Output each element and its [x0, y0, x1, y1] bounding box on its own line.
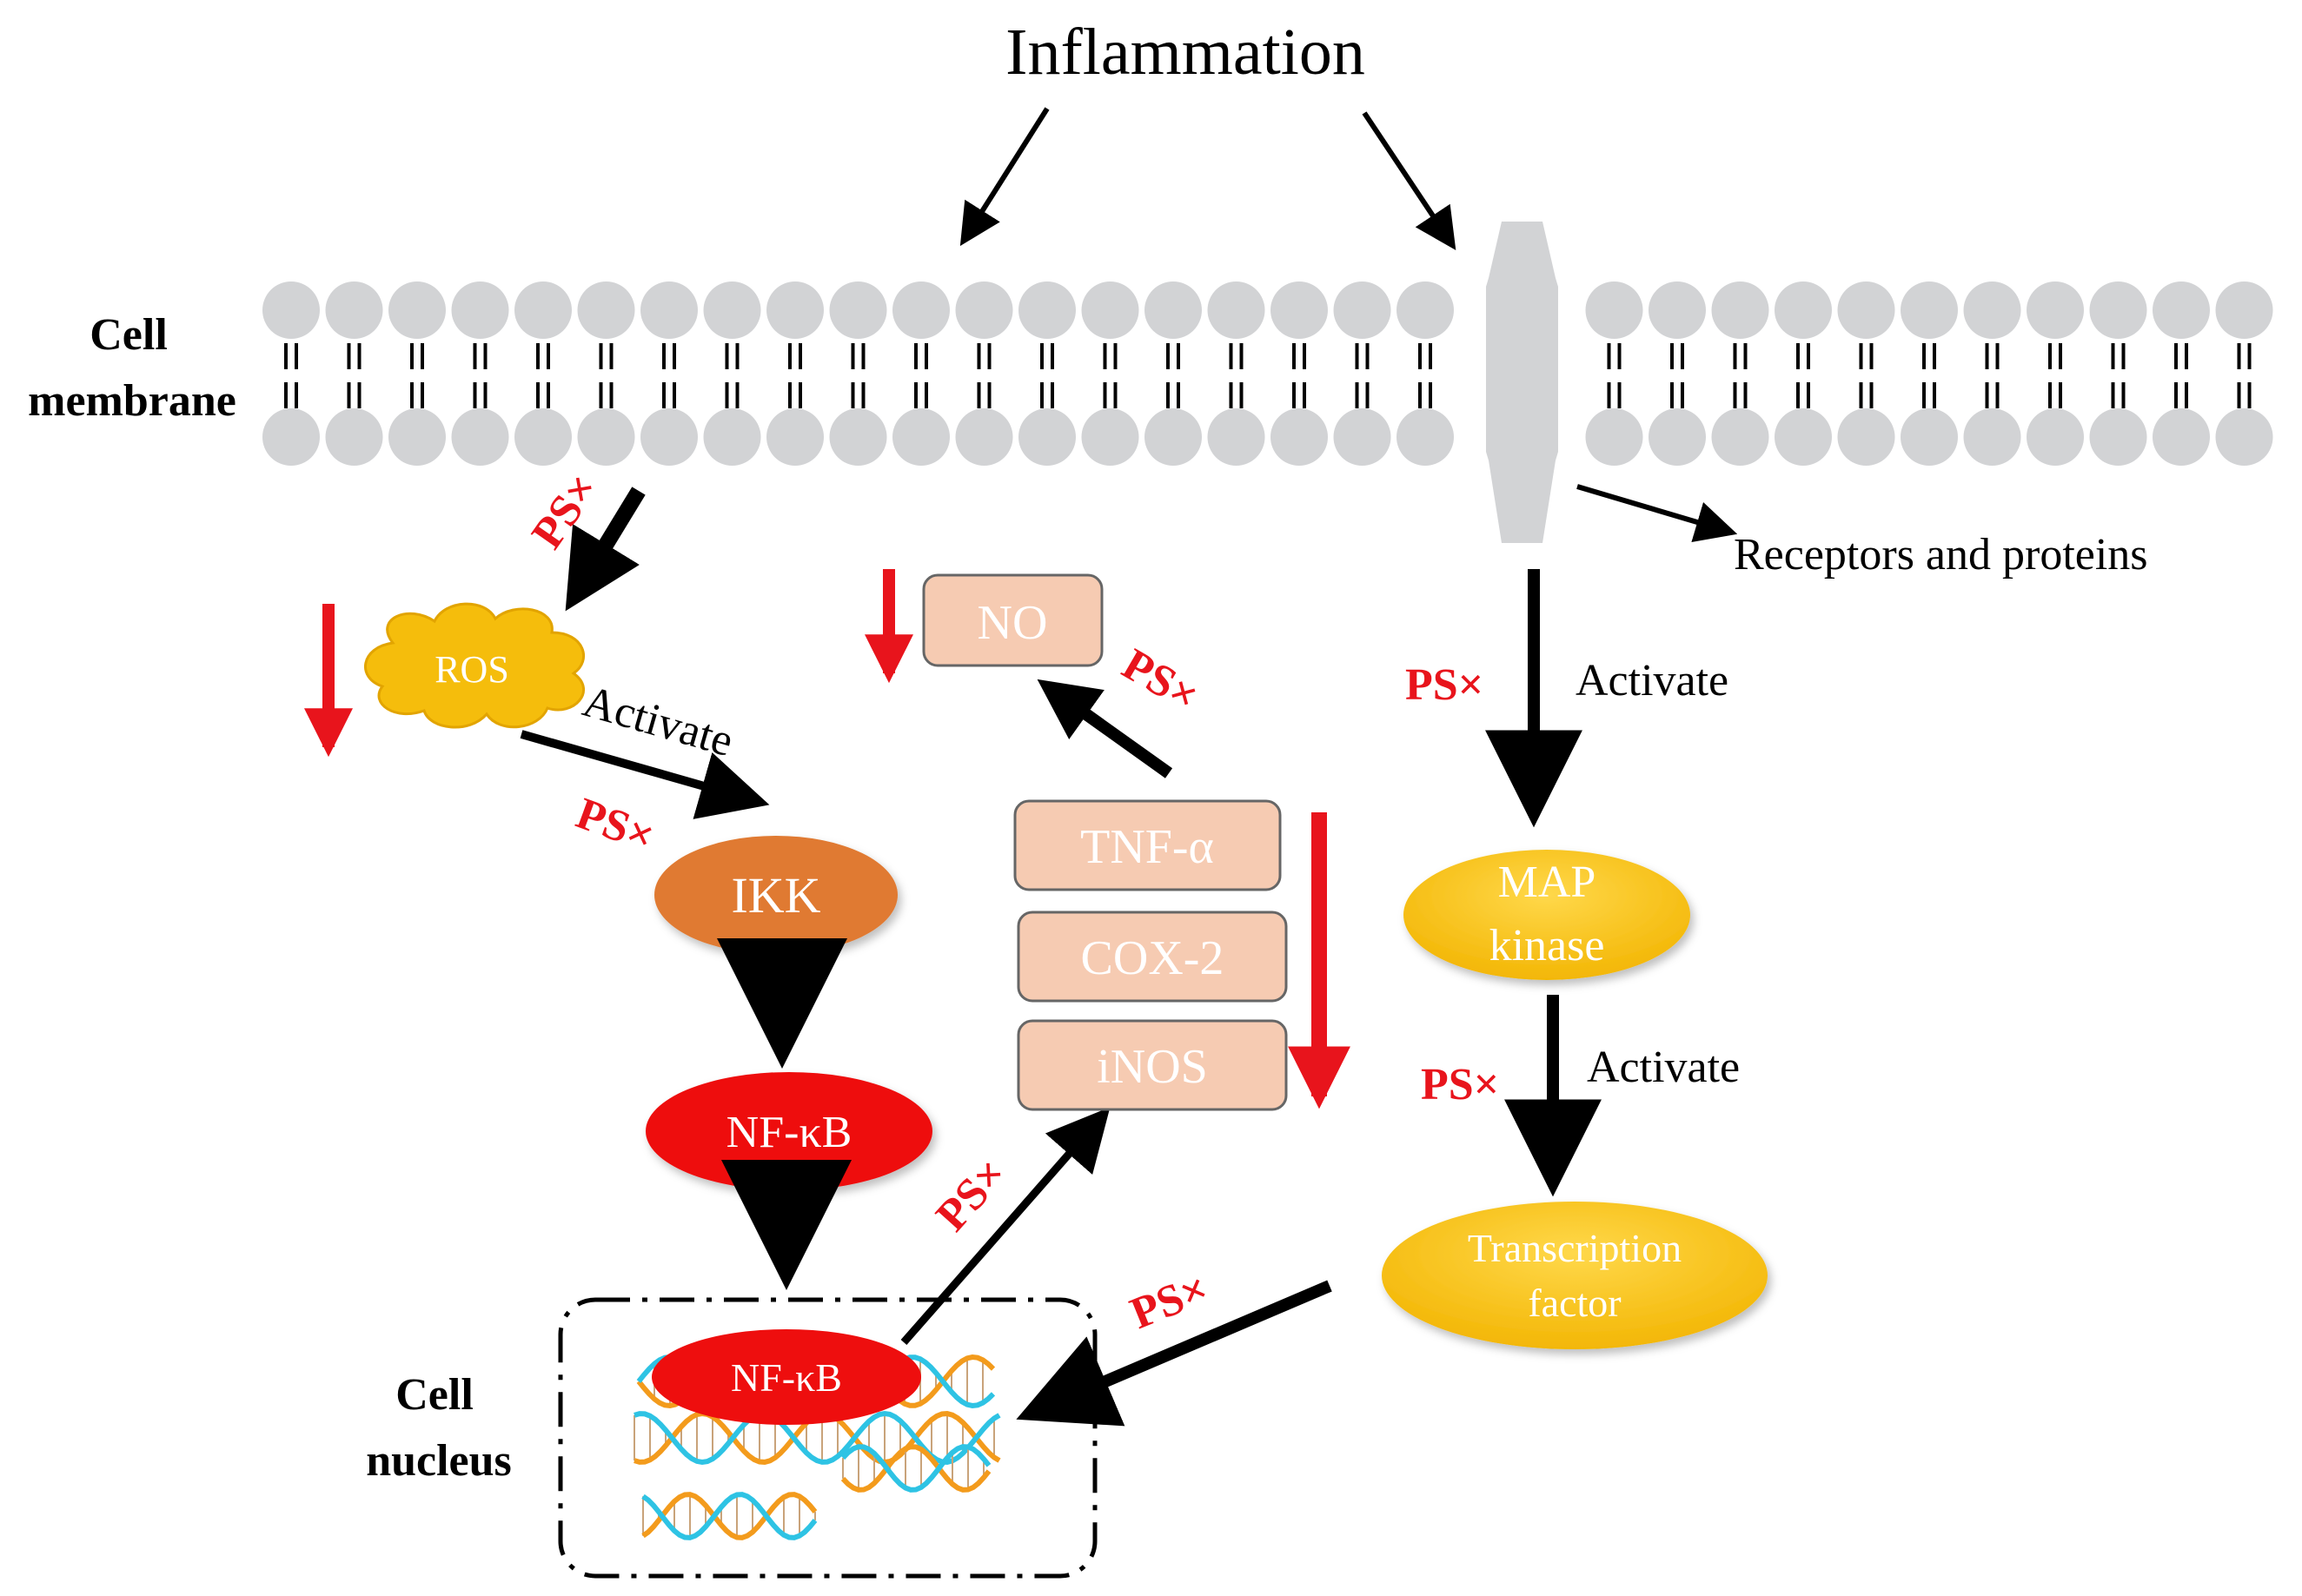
- lipid-molecule: [1144, 281, 1202, 466]
- node-no: NO: [978, 596, 1048, 650]
- node-ikk: IKK: [731, 867, 820, 924]
- node-tnf: TNF-α: [1080, 820, 1214, 874]
- lipid-molecule: [2215, 281, 2273, 466]
- arrow-nucleus-to-inos: [900, 1107, 1111, 1345]
- ps-inhibit-mark-map: PS×: [1405, 660, 1483, 710]
- lipid-molecule: [1901, 281, 1958, 466]
- lipid-molecule: [955, 281, 1013, 466]
- node-transcription-factor-2: factor: [1528, 1281, 1621, 1325]
- ps-inhibit-mark-ros: PS×: [522, 465, 608, 558]
- node-no-box: [922, 573, 1104, 667]
- ps-inhibit-mark-no: PS×: [1114, 639, 1207, 722]
- lipid-molecule: [640, 281, 698, 466]
- cell-nucleus-box: [558, 1297, 1098, 1579]
- inflammation-arrow-left: [959, 107, 1050, 247]
- node-transcription-factor-1: Transcription: [1468, 1226, 1682, 1270]
- lipid-molecule: [2027, 281, 2084, 466]
- lipid-bilayer: [262, 281, 2273, 466]
- lipid-molecule: [577, 281, 635, 466]
- node-map-kinase-2: kinase: [1489, 921, 1605, 970]
- lipid-molecule: [1018, 281, 1076, 466]
- node-inos: iNOS: [1097, 1040, 1208, 1094]
- lipid-molecule: [829, 281, 887, 466]
- ps-inhibit-mark-nucleus: PS×: [1124, 1263, 1215, 1339]
- ps-inhibit-mark-ikk: PS×: [570, 789, 660, 862]
- node-ikk-shape: [654, 836, 898, 954]
- lipid-molecule: [1081, 281, 1139, 466]
- node-nfkb-nucleus: NF-κB: [731, 1355, 842, 1400]
- label-activate-receptor-map: Activate: [1576, 656, 1728, 705]
- arrow-tnf-to-no: [1037, 679, 1173, 778]
- lipid-molecule: [892, 281, 950, 466]
- lipid-molecule: [388, 281, 446, 466]
- lipid-molecule: [1775, 281, 1832, 466]
- lipid-molecule: [1963, 281, 2021, 466]
- lipid-molecule: [1711, 281, 1769, 466]
- node-map-kinase-1: MAP: [1498, 858, 1596, 907]
- node-cox2-box: [1017, 911, 1288, 1003]
- lipid-molecule: [2153, 281, 2210, 466]
- node-ros: ROS: [435, 648, 509, 691]
- lipid-molecule: [514, 281, 572, 466]
- lipid-molecule: [1270, 281, 1328, 466]
- lipid-molecule: [1396, 281, 1454, 466]
- lipid-molecule: [1837, 281, 1895, 466]
- ros-cloud: ROS: [364, 602, 586, 729]
- label-cell-nucleus-1: Cell: [395, 1370, 474, 1420]
- node-transcription-factor-shape: [1382, 1202, 1768, 1349]
- node-tnf-box: [1013, 799, 1282, 891]
- label-receptors-and-proteins: Receptors and proteins: [1734, 530, 2148, 579]
- lipid-molecule: [766, 281, 824, 466]
- title-inflammation: Inflammation: [1005, 16, 1365, 89]
- lipid-molecule: [1333, 281, 1391, 466]
- lipid-molecule: [2089, 281, 2147, 466]
- node-nfkb: NF-κB: [726, 1108, 852, 1157]
- lipid-molecule: [451, 281, 509, 466]
- inflammation-arrow-right: [1362, 111, 1456, 250]
- label-cell-membrane-2: membrane: [28, 376, 236, 426]
- ps-inhibit-mark-tf: PS×: [1421, 1060, 1499, 1109]
- node-inos-box: [1017, 1019, 1288, 1111]
- arrow-tf-to-nucleus: [1016, 1280, 1332, 1427]
- membrane-receptor-protein: [1486, 222, 1558, 543]
- arrow-ros-to-ikk: [520, 730, 770, 819]
- node-cox2: COX-2: [1081, 931, 1224, 985]
- receptor-pointer-arrow: [1576, 484, 1738, 543]
- lipid-molecule: [1207, 281, 1265, 466]
- node-nfkb-shape: [646, 1072, 932, 1190]
- label-activate-map-tf: Activate: [1587, 1043, 1740, 1092]
- arrow-membrane-to-ros: [565, 487, 646, 612]
- lipid-molecule: [703, 281, 761, 466]
- node-nfkb-nucleus-shape: [652, 1329, 921, 1425]
- label-cell-membrane-1: Cell: [90, 310, 168, 360]
- lipid-molecule: [325, 281, 383, 466]
- lipid-molecule: [1649, 281, 1706, 466]
- lipid-molecule: [262, 281, 320, 466]
- label-cell-nucleus-2: nucleus: [366, 1436, 512, 1486]
- node-map-kinase-shape: [1403, 850, 1690, 980]
- lipid-molecule: [1585, 281, 1643, 466]
